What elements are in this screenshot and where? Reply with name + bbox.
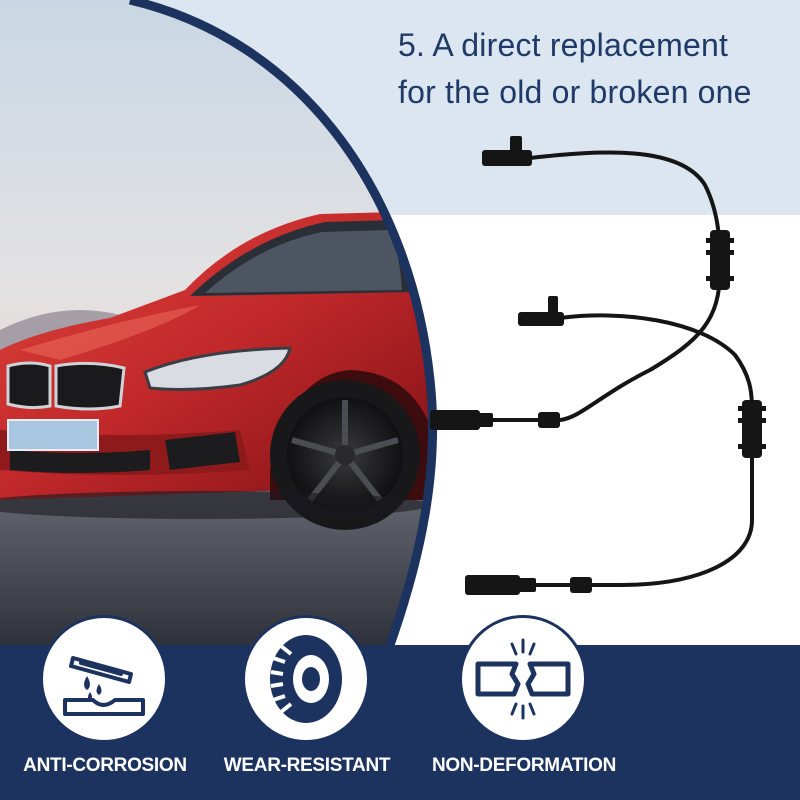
feature-label: NON-DEFORMATION: [431, 755, 617, 776]
tire-icon: [270, 635, 342, 723]
anti-corrosion-icon: [63, 656, 145, 716]
feature-label: ANTI-CORROSION: [23, 755, 187, 776]
feature-circle: [40, 615, 168, 743]
headline-line-1: 5. A direct replacement: [398, 27, 729, 63]
headline: 5. A direct replacement for the old or b…: [398, 22, 788, 116]
feature-circle: [459, 615, 587, 743]
curve-divider: [128, 0, 438, 647]
non-deformation-icon: [475, 638, 571, 720]
feature-circle: [242, 615, 370, 743]
headline-line-2: for the old or broken one: [398, 74, 752, 110]
cable-connectors: [430, 136, 766, 595]
car-photo: [0, 0, 433, 645]
feature-label: WEAR-RESISTANT: [223, 755, 391, 776]
